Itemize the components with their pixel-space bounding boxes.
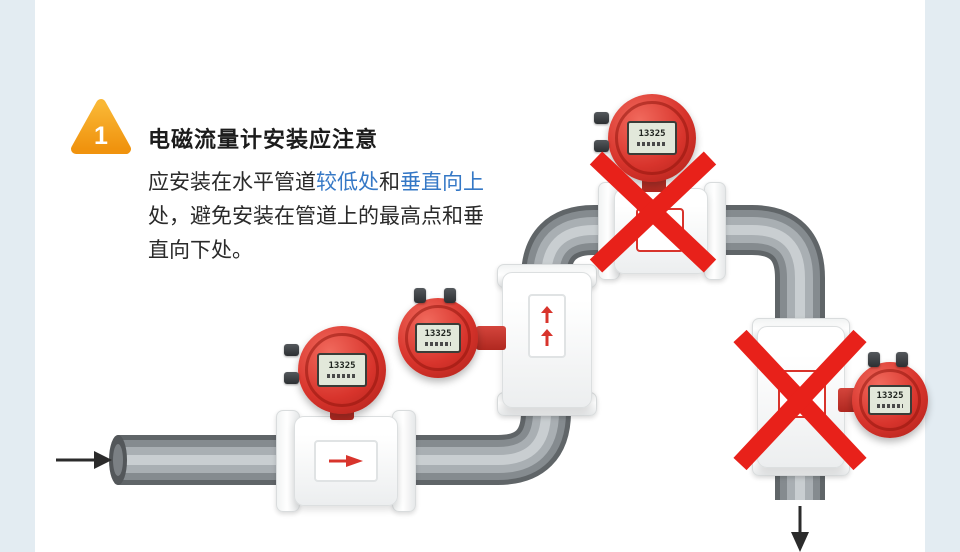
note-text-segment: 应安装在水平管道: [148, 171, 316, 194]
badge-number: 1: [94, 122, 108, 150]
flow-arrow-right-icon: [329, 455, 363, 467]
flow-arrow-up-icon: [541, 305, 553, 323]
pipe-run: [109, 205, 825, 500]
lcd-display: 13325: [627, 121, 677, 155]
transmitter-head: 13325: [608, 94, 696, 182]
flow-arrow-up-icon: [541, 328, 553, 346]
transmitter-head: 13325: [398, 298, 478, 378]
cable-connector: [284, 344, 299, 356]
cable-connector: [868, 352, 880, 367]
lcd-bars: [877, 404, 903, 408]
warning-triangle-icon: 1: [71, 99, 131, 154]
lcd-value: 13325: [328, 361, 356, 371]
lcd-value: 13325: [638, 129, 666, 139]
flow-direction-label: [314, 440, 378, 482]
note-body: 应安装在水平管道较低处和垂直向上处，避免安装在管道上的最高点和垂直向下处。: [148, 166, 484, 268]
note-title: 电磁流量计安装应注意: [148, 127, 379, 152]
transmitter-head: 13325: [852, 362, 928, 438]
cable-connector: [594, 140, 609, 152]
lcd-bars: [424, 342, 452, 346]
note-text-highlight: 垂直向上: [400, 171, 484, 194]
prohibited-x-icon-top: [589, 151, 717, 273]
cable-connector: [414, 288, 426, 303]
lcd-value: 13325: [876, 391, 904, 401]
lcd-bars: [327, 374, 357, 378]
cable-connector: [284, 372, 299, 384]
lcd-value: 13325: [424, 329, 452, 339]
note-text-segment: 处，避免安装在管道上的最高点和垂直向下处。: [148, 205, 484, 262]
lcd-display: 13325: [317, 353, 367, 387]
transmitter-head: 13325: [298, 326, 386, 414]
flow-in-arrow-icon: [56, 451, 112, 469]
lcd-display: 13325: [415, 323, 461, 353]
note-text-segment: 和: [379, 171, 400, 194]
cable-connector: [896, 352, 908, 367]
note-text-highlight: 较低处: [316, 171, 379, 194]
lcd-bars: [637, 142, 667, 146]
flow-direction-label: [528, 294, 566, 358]
cable-connector: [444, 288, 456, 303]
lcd-display: 13325: [868, 385, 912, 415]
cable-connector: [594, 112, 609, 124]
flow-out-arrow-icon: [791, 506, 809, 552]
prohibited-x-icon-right: [733, 329, 867, 471]
transmitter-neck: [476, 326, 506, 350]
